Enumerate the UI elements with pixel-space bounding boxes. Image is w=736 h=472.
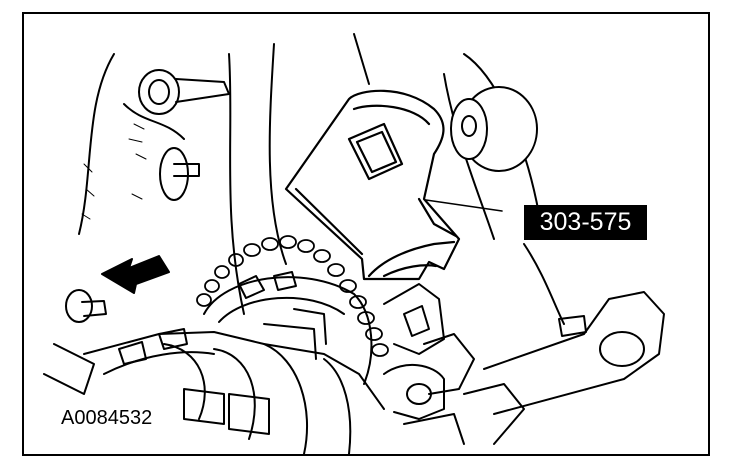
lower-stud xyxy=(65,289,107,323)
upper-bolt xyxy=(138,69,230,115)
callout-leader-line xyxy=(425,199,503,212)
shading-hatch xyxy=(81,123,147,220)
camshaft xyxy=(43,308,385,454)
cover-plate xyxy=(463,291,665,445)
figure-id-label: A0084532 xyxy=(61,407,153,429)
illustration-frame: 303-575 A0084532 xyxy=(22,12,710,456)
timing-chain xyxy=(196,235,389,357)
engine-timing-illustration xyxy=(43,33,665,454)
arrow-left-icon xyxy=(101,255,170,294)
special-tool-303-575 xyxy=(284,89,461,281)
side-bolt xyxy=(159,147,200,201)
pulley xyxy=(450,86,538,172)
tool-number-callout: 303-575 xyxy=(524,205,647,240)
engine-block-outline xyxy=(78,33,565,325)
chain-guide-bracket xyxy=(383,283,475,445)
camshaft-sprocket xyxy=(203,271,373,385)
